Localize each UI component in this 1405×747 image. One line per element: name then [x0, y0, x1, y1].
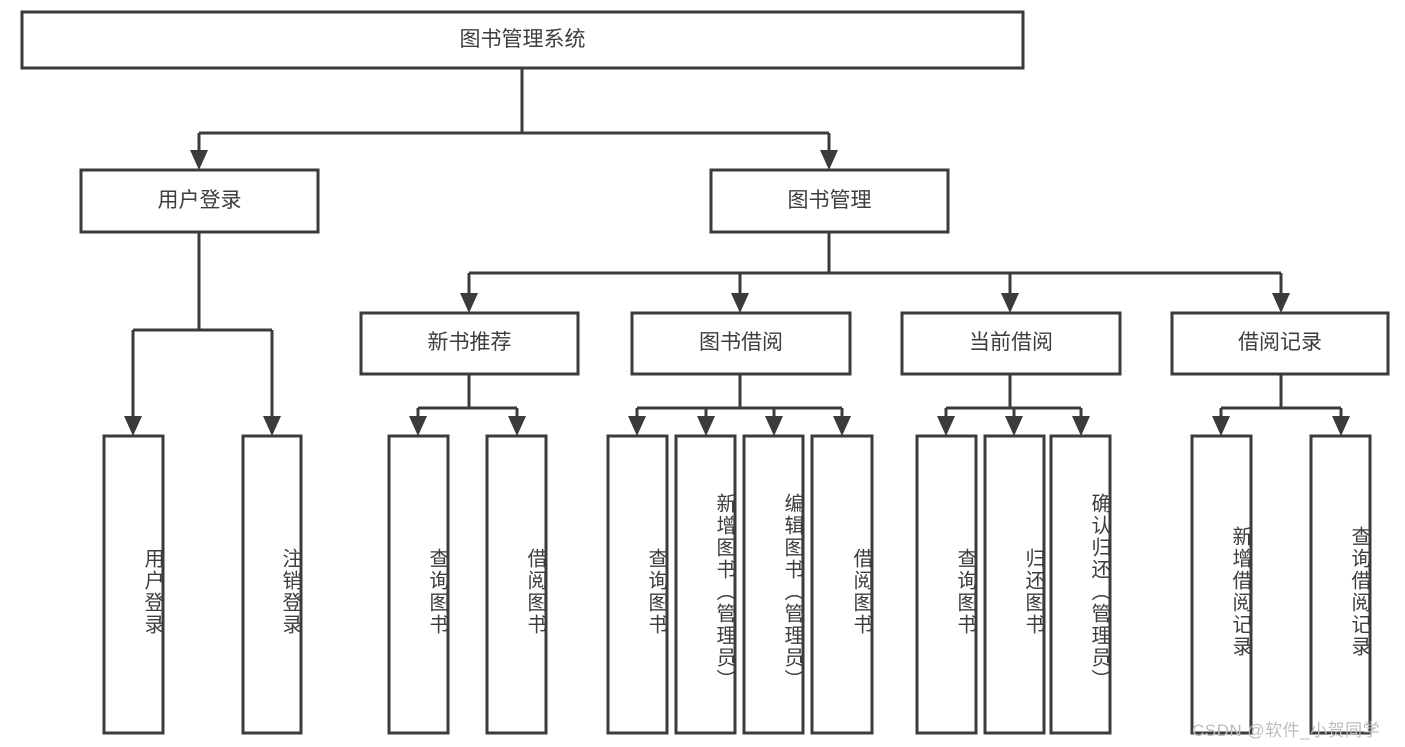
node-box-leaf-6[interactable] — [742, 434, 805, 735]
connector-group-current — [937, 374, 1090, 436]
node-box-leaf-9[interactable] — [983, 434, 1046, 735]
connector-group-root — [190, 68, 838, 170]
connector-group-records — [1212, 374, 1350, 436]
node-box-leaf-4[interactable] — [606, 434, 669, 735]
node-box-l3-0[interactable] — [359, 311, 580, 376]
connector-group-newbooks — [409, 374, 526, 436]
csdn-watermark: CSDN @软件_小贺同学 — [1192, 721, 1381, 740]
node-box-leaf-3[interactable] — [485, 434, 548, 735]
node-box-leaf-7[interactable] — [810, 434, 874, 735]
connector-group-borrow — [628, 374, 851, 436]
node-box-l3-2[interactable] — [900, 311, 1122, 376]
node-box-l3-3[interactable] — [1170, 311, 1390, 376]
node-box-l3-1[interactable] — [630, 311, 852, 376]
node-box-l2-0[interactable] — [79, 168, 320, 234]
node-box-leaf-0[interactable] — [102, 434, 165, 735]
node-box-leaf-5[interactable] — [674, 434, 737, 735]
node-box-leaf-8[interactable] — [915, 434, 978, 735]
node-box-leaf-1[interactable] — [241, 434, 303, 735]
node-box-root[interactable] — [20, 10, 1025, 70]
node-box-leaf-12[interactable] — [1309, 434, 1372, 735]
node-box-leaf-10[interactable] — [1049, 434, 1112, 735]
node-box-l2-1[interactable] — [709, 168, 950, 234]
node-box-leaf-2[interactable] — [387, 434, 450, 735]
connector-group-userlogin — [124, 232, 281, 436]
connector-group-booksmgmt — [460, 232, 1290, 313]
node-box-leaf-11[interactable] — [1190, 434, 1253, 735]
